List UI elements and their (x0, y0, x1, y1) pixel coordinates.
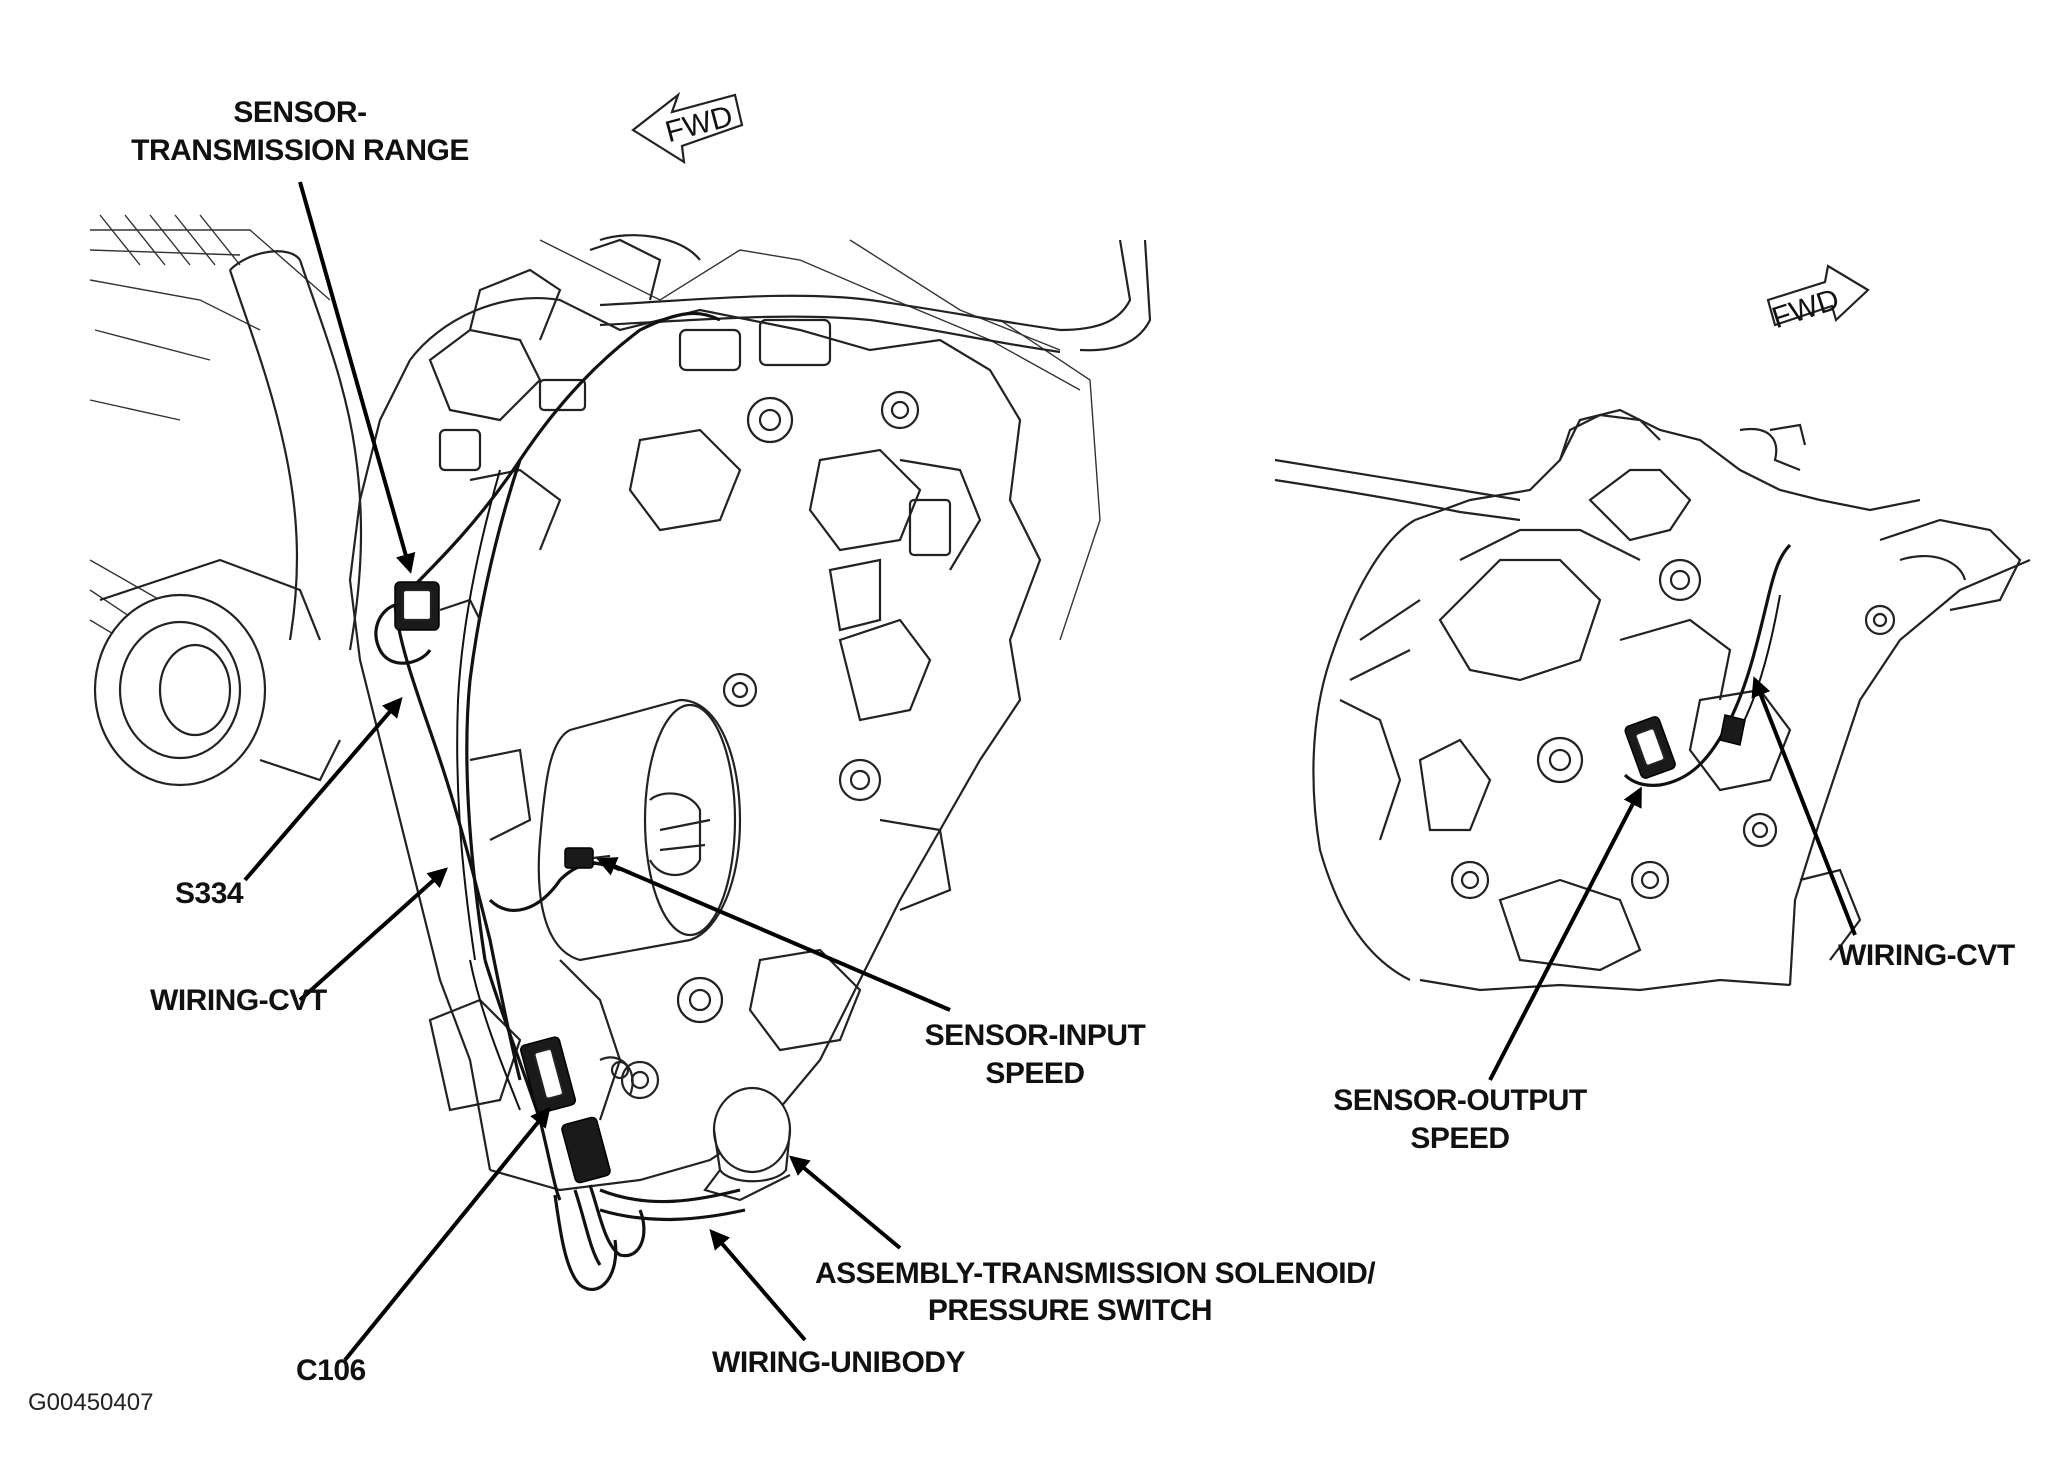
fwd-arrow-icon: FWD (631, 91, 744, 165)
fwd-arrow-icon: FWD (1766, 264, 1870, 335)
label-assembly-solenoid-line2: PRESSURE SWITCH (928, 1294, 1212, 1327)
input-speed-sensor (564, 847, 611, 869)
label-s334: S334 (175, 877, 244, 910)
label-assembly-solenoid-line1: ASSEMBLY-TRANSMISSION SOLENOID/ (815, 1257, 1376, 1290)
label-sensor-output-speed-line2: SPEED (1410, 1122, 1509, 1155)
label-sensor-output-speed-line1: SENSOR-OUTPUT (1333, 1084, 1587, 1117)
label-sensor-input-speed-line2: SPEED (985, 1057, 1084, 1090)
label-sensor-transmission-range-line2: TRANSMISSION RANGE (131, 134, 469, 167)
left-transmission-illustration (89, 214, 1152, 1292)
output-speed-sensor (1624, 716, 1676, 779)
label-wiring-cvt-left: WIRING-CVT (150, 984, 327, 1017)
transmission-range-sensor-connector (374, 581, 481, 665)
leader-lines (243, 181, 1857, 1362)
label-wiring-unibody: WIRING-UNIBODY (712, 1346, 965, 1379)
right-transmission-illustration (1274, 408, 2031, 992)
label-sensor-transmission-range-line1: SENSOR- (233, 96, 366, 129)
figure-id: G00450407 (28, 1389, 153, 1416)
label-c106: C106 (296, 1354, 366, 1387)
label-wiring-cvt-right: WIRING-CVT (1838, 939, 2015, 972)
label-sensor-input-speed-line1: SENSOR-INPUT (925, 1019, 1146, 1052)
c106-connector (519, 1036, 634, 1184)
callout-labels: SENSOR- TRANSMISSION RANGE S334 WIRING-C… (28, 96, 2015, 1416)
fwd-label-right: FWD (1768, 283, 1843, 335)
